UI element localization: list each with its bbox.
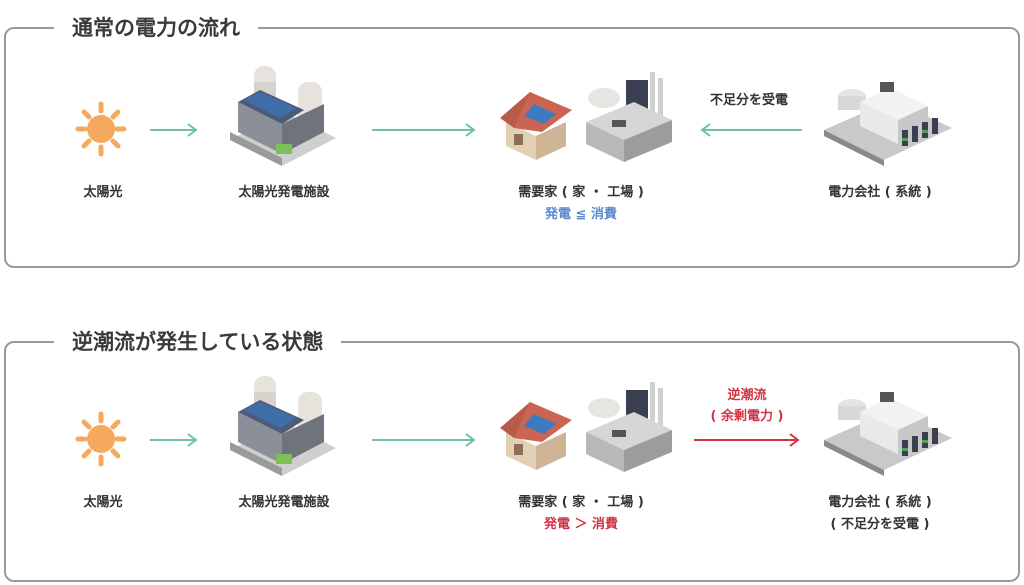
house-factory-icon (500, 382, 672, 472)
sun-icon (75, 411, 127, 467)
solar-plant-icon (230, 66, 336, 166)
power-company-icon (824, 392, 952, 476)
grid-label: 電力会社 ( 系統 ) (828, 495, 932, 510)
consumer-status: 発電 ＞ 消費 (543, 517, 619, 532)
surplus-power-label: ( 余剰電力 ) (710, 409, 784, 424)
arrow-label: 不足分を受電 (709, 93, 789, 108)
arrow-consumer-to-grid (694, 433, 800, 447)
plant-label: 太陽光発電施設 (238, 495, 330, 510)
grid-label: 電力会社 ( 系統 ) (828, 185, 932, 200)
normal-flow-panel: 通常の電力の流れ (4, 13, 1020, 268)
plant-label: 太陽光発電施設 (238, 185, 330, 200)
panel-title: 逆潮流が発生している状態 (54, 327, 342, 357)
grid-sub-label: ( 不足分を受電 ) (830, 517, 930, 532)
arrow-grid-to-consumer (700, 123, 802, 137)
solar-plant-icon (230, 376, 336, 476)
arrow-plant-to-consumer (372, 123, 476, 137)
consumer-label: 需要家 ( 家 ・ 工場 ) (518, 185, 644, 200)
arrow-sun-to-plant (150, 123, 198, 137)
panel-title: 通常の電力の流れ (54, 13, 258, 43)
house-factory-icon (500, 72, 672, 162)
reverse-flow-panel: 逆潮流が発生している状態 (4, 327, 1020, 582)
consumer-label: 需要家 ( 家 ・ 工場 ) (518, 495, 644, 510)
reverse-flow-label: 逆潮流 (727, 388, 767, 403)
sun-label: 太陽光 (83, 495, 123, 510)
arrow-plant-to-consumer (372, 433, 476, 447)
consumer-status: 発電 ≦ 消費 (545, 207, 617, 222)
power-company-icon (824, 82, 952, 166)
sun-icon (75, 101, 127, 157)
arrow-sun-to-plant (150, 433, 198, 447)
sun-label: 太陽光 (83, 185, 123, 200)
